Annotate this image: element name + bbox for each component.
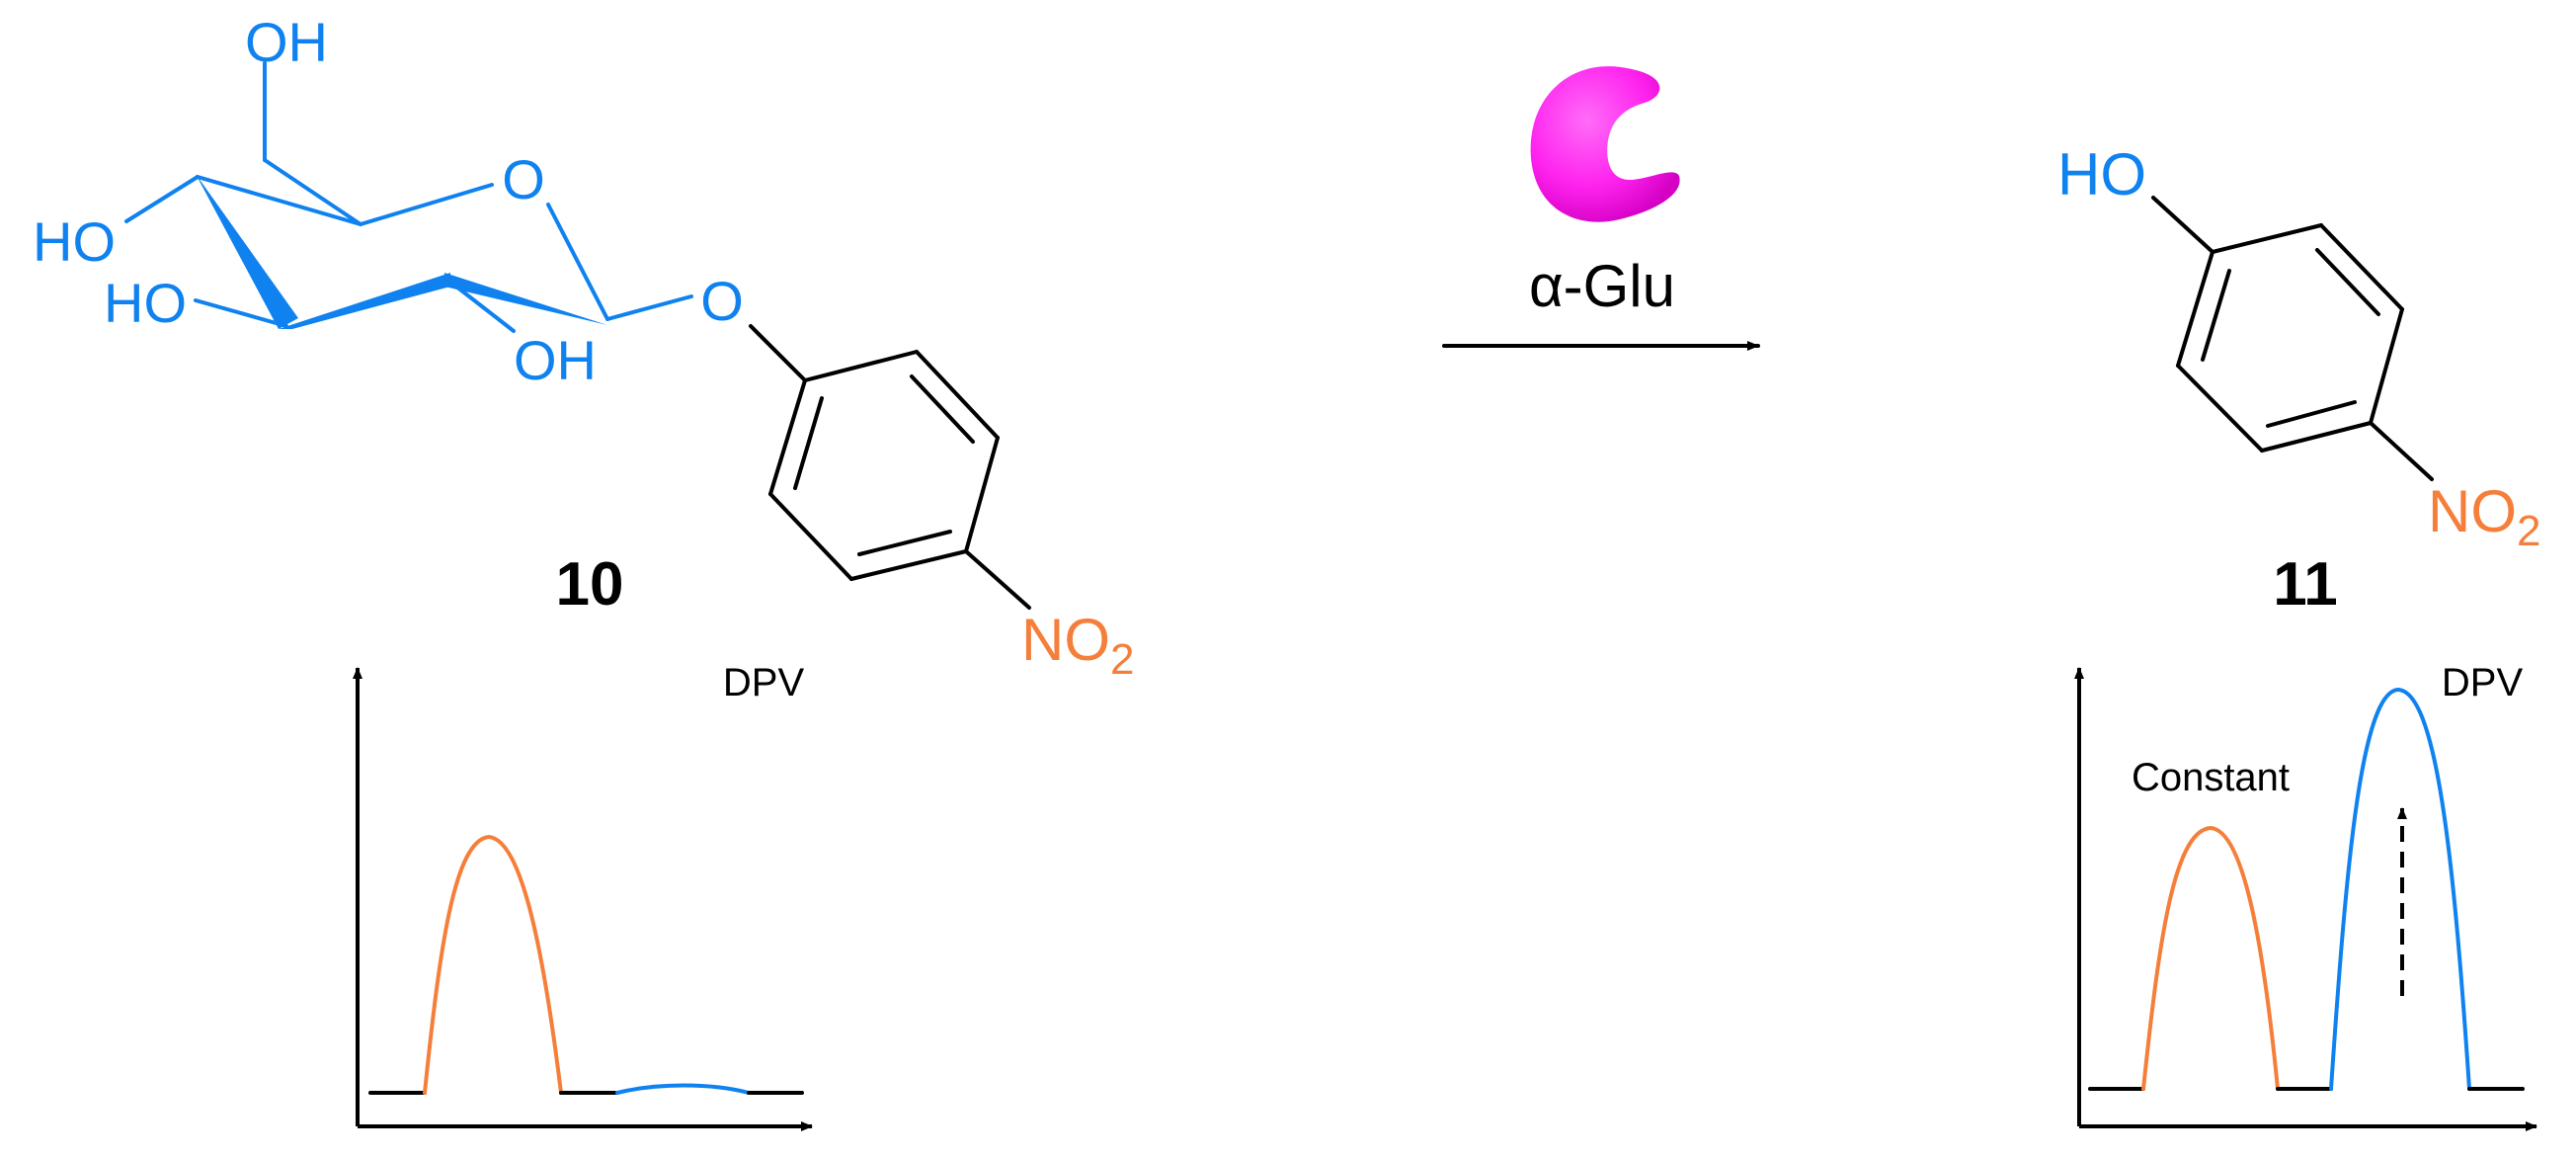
atom-label-ring-oxygen: O — [502, 148, 545, 210]
reactant-dpv-plot: DPV — [353, 661, 813, 1131]
blue-large-peak — [2329, 687, 2471, 1091]
product-dpv-plot: DPV Constant — [2074, 661, 2537, 1131]
nitrophenyl-ring — [749, 324, 1031, 610]
blue-small-peak — [615, 1083, 751, 1095]
atom-label-oh-top: OH — [245, 11, 328, 73]
enzyme-label: α-Glu — [1529, 253, 1675, 319]
orange-peak — [2141, 825, 2280, 1091]
atom-label-oh-c2: OH — [514, 329, 597, 391]
atom-label-ho-c4: HO — [33, 210, 116, 273]
enzyme-icon — [1530, 66, 1680, 222]
product-structure: HO NO2 11 — [2057, 141, 2540, 619]
nitro-group: NO2 — [2428, 478, 2540, 555]
reactant-structure: OH O HO HO OH O NO2 10 — [33, 11, 1134, 684]
phenol-ring — [2151, 196, 2434, 481]
nitro-group: NO2 — [1021, 607, 1134, 684]
atom-label-glycosidic-oxygen: O — [700, 270, 744, 332]
dpv-label: DPV — [2442, 661, 2524, 704]
dpv-label: DPV — [723, 661, 805, 704]
atom-label-nitro: NO2 — [1021, 607, 1134, 684]
atom-label-nitro: NO2 — [2428, 478, 2540, 555]
wedge-bond — [444, 273, 607, 325]
constant-label: Constant — [2132, 756, 2290, 799]
compound-number-11: 11 — [2273, 550, 2338, 619]
wedge-bond — [196, 174, 298, 329]
compound-number-10: 10 — [556, 550, 624, 619]
bold-bond — [279, 273, 450, 329]
atom-label-ho-c3: HO — [104, 272, 187, 334]
glucose-ring — [124, 61, 693, 333]
reaction-arrow-group: α-Glu — [1442, 66, 1760, 351]
atom-label-ho: HO — [2057, 141, 2146, 207]
orange-peak — [423, 834, 563, 1095]
